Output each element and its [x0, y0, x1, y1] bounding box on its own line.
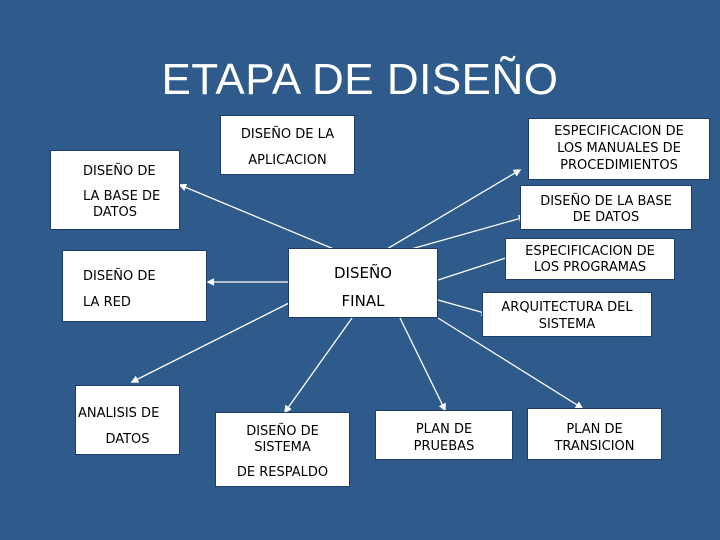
arrow-to-manuales	[364, 169, 522, 263]
arrow-to-programas	[437, 254, 514, 281]
node-diseno-final-line1: DISEÑO	[333, 264, 392, 282]
arrow-to-analisis	[130, 299, 296, 383]
node-arquitectura-sistema: ARQUITECTURA DEL SISTEMA	[482, 292, 652, 337]
node-especificacion-manuales: ESPECIFICACION DE LOS MANUALES DE PROCED…	[528, 118, 710, 180]
node-arquitectura-sistema-line2: SISTEMA	[538, 317, 596, 332]
node-analisis-datos: ANALISIS DE DATOS	[75, 385, 180, 455]
arrow-to-respaldo	[284, 317, 353, 414]
node-diseno-red-line2: LA RED	[83, 295, 131, 310]
node-diseno-respaldo-line2: SISTEMA	[254, 440, 311, 455]
node-especificacion-programas-line2: LOS PROGRAMAS	[533, 260, 647, 275]
node-analisis-datos-line1: ANALISIS DE	[78, 406, 160, 421]
arrow-to-transicion	[437, 317, 584, 409]
node-diseno-base-datos-right-line2: DE DATOS	[572, 210, 640, 225]
node-diseno-base-datos-line3: DATOS	[92, 205, 138, 220]
node-diseno-respaldo: DISEÑO DE SISTEMA DE RESPALDO	[215, 412, 350, 487]
node-diseno-base-datos-line2: LA BASE DE	[83, 189, 161, 204]
arrow-to-pruebas	[399, 317, 446, 412]
node-especificacion-manuales-line3: PROCEDIMIENTOS	[560, 158, 678, 173]
node-diseno-final-line2: FINAL	[341, 292, 385, 310]
node-plan-transicion-line2: TRANSICION	[554, 439, 635, 454]
node-diseno-base-datos: DISEÑO DE LA BASE DE DATOS	[50, 150, 180, 230]
node-plan-pruebas-line1: PLAN DE	[415, 422, 473, 437]
node-especificacion-manuales-line1: ESPECIFICACION DE	[554, 124, 684, 139]
node-diseno-aplicacion-line1: DISEÑO DE LA	[240, 127, 335, 142]
node-arquitectura-sistema-line1: ARQUITECTURA DEL	[501, 300, 633, 315]
node-plan-transicion: PLAN DE TRANSICION	[527, 408, 662, 460]
node-especificacion-programas-line1: ESPECIFICACION DE	[525, 244, 655, 259]
node-plan-pruebas: PLAN DE PRUEBAS	[375, 410, 513, 460]
node-diseno-final: DISEÑO FINAL	[288, 248, 438, 318]
arrow-to-arquitectura	[437, 299, 490, 317]
node-diseno-aplicacion-line2: APLICACION	[248, 153, 327, 168]
node-analisis-datos-line2: DATOS	[105, 432, 150, 447]
node-especificacion-programas: ESPECIFICACION DE LOS PROGRAMAS	[505, 238, 675, 280]
node-diseno-red-line1: DISEÑO DE	[83, 269, 156, 284]
node-plan-pruebas-line2: PRUEBAS	[413, 439, 475, 454]
node-diseno-respaldo-line1: DISEÑO DE	[246, 424, 319, 439]
node-diseno-aplicacion: DISEÑO DE LA APLICACION	[220, 115, 355, 175]
node-especificacion-manuales-line2: LOS MANUALES DE	[557, 141, 681, 156]
node-diseno-respaldo-line3: DE RESPALDO	[236, 465, 329, 480]
node-diseno-base-datos-right: DISEÑO DE LA BASE DE DATOS	[520, 185, 692, 230]
node-diseno-base-datos-line1: DISEÑO DE	[83, 164, 156, 179]
node-plan-transicion-line1: PLAN DE	[566, 422, 623, 437]
slide-title: ETAPA DE DISEÑO	[161, 55, 559, 104]
node-diseno-base-datos-right-line1: DISEÑO DE LA BASE	[540, 194, 672, 209]
node-diseno-red: DISEÑO DE LA RED	[62, 250, 207, 322]
